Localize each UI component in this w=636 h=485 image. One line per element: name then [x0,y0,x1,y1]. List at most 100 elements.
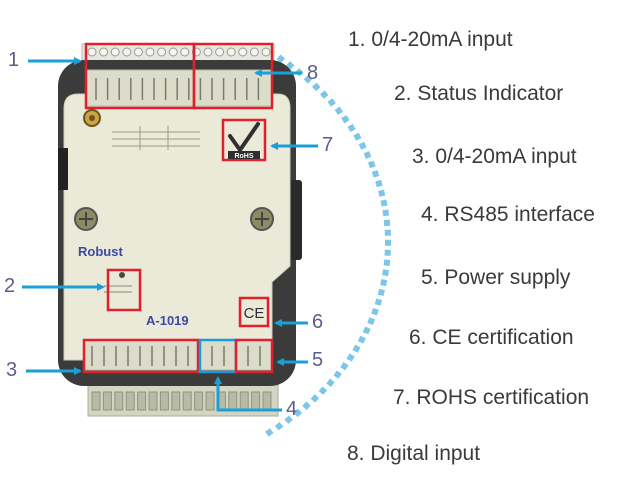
terminal-screw [203,47,213,57]
arc-dot [371,307,379,316]
arc-dot [384,249,391,256]
terminal-screw [102,391,112,411]
terminal-screw [91,391,101,411]
legend-item-2: 2. Status Indicator [394,82,564,105]
legend-item-6: 6. CE certification [409,326,574,349]
arc-dot [312,82,321,92]
spec-table [112,126,200,150]
arc-dot [362,326,371,335]
ce-text: CE [244,305,265,322]
legend-item-3: 3. 0/4-20mA input [412,145,577,168]
top-label-marks [95,78,260,100]
arc-dot [357,335,366,344]
ce-mark: CE [238,296,270,328]
callout-arrows [22,57,318,412]
arc-dot [382,209,390,217]
arc-dot [293,408,303,418]
arc-dot [319,90,329,99]
callout-8: 8 [307,62,319,84]
arc-dot [284,415,293,424]
terminal-screw [110,47,120,57]
side-slot [58,148,68,190]
terminal-screw [182,391,192,411]
arc-dot [380,199,388,207]
arc-dot [380,279,388,287]
arc-dot [334,106,343,115]
arc-dot [346,353,355,362]
terminal-screw [159,391,169,411]
arc-dot [302,401,311,411]
arc-dot [353,132,362,141]
terminal-screw [125,391,135,411]
bottom-label-strip [83,339,273,371]
arc-dot [383,259,391,267]
arc-dot [374,298,383,306]
arc-dot [367,317,375,326]
arrow-4 [214,376,282,412]
dotted-arc [256,42,392,437]
terminal-screw [205,391,215,411]
terminal-screw [137,391,147,411]
arc-dot [333,370,342,379]
terminal-screw [238,47,248,57]
highlight-digital-input [192,42,274,110]
arc-dot [378,189,386,197]
status-led [119,272,125,278]
legend-item-4: 4. RS485 interface [421,203,595,226]
callout-4: 4 [286,398,298,420]
arc-dot [265,428,274,437]
terminal-screw [226,47,236,57]
terminal-screw [122,47,132,57]
model-label: A-1019 [146,313,189,328]
terminal-screw [261,47,271,57]
terminal-screw [148,391,158,411]
arc-dot [382,269,389,277]
brand-label: Robust [78,244,123,259]
highlight-power [234,338,274,374]
legend-item-8: 8. Digital input [347,442,481,465]
arc-dot [375,179,383,188]
legend-item-1: 1. 0/4-20mA input [348,28,513,51]
legend-item-5: 5. Power supply [421,266,571,289]
arc-dot [384,239,392,246]
callout-2: 2 [4,275,16,297]
arc-dot [384,229,391,236]
terminal-screw [133,47,143,57]
callout-6: 6 [312,311,324,333]
highlight-status-indicator [106,268,142,312]
bottom-terminal-screws [91,391,272,411]
terminal-screw [228,391,238,411]
arc-dot [276,54,286,64]
terminal-screw [87,47,97,57]
arc-dot [318,386,328,395]
terminal-screw [171,391,181,411]
terminal-screw [168,47,178,57]
legend-item-7: 7. ROHS certification [393,386,590,409]
arc-dot [383,219,391,227]
terminal-screw [239,391,249,411]
terminal-screw [180,47,190,57]
terminal-screw [249,47,259,57]
terminal-screw [215,47,225,57]
terminal-screw [262,391,272,411]
din-clip [288,180,302,260]
arc-dot [327,98,336,107]
arc-dot [371,170,380,178]
arc-dot [347,123,356,132]
arc-dot [326,378,335,387]
callout-5: 5 [312,349,324,371]
highlight-analog-input-bottom [82,338,200,374]
rohs-badge: RoHS [221,118,267,162]
arc-dot [340,362,349,371]
arc-dot [358,141,367,150]
rohs-text: RoHS [234,153,253,160]
arc-dot [377,288,385,296]
arc-dot [363,151,372,159]
terminal-screw [114,391,124,411]
arc-dot [341,115,350,124]
check-icon [228,122,260,152]
arc-dot [303,75,313,84]
terminal-screw [99,47,109,57]
terminal-screw [251,391,261,411]
